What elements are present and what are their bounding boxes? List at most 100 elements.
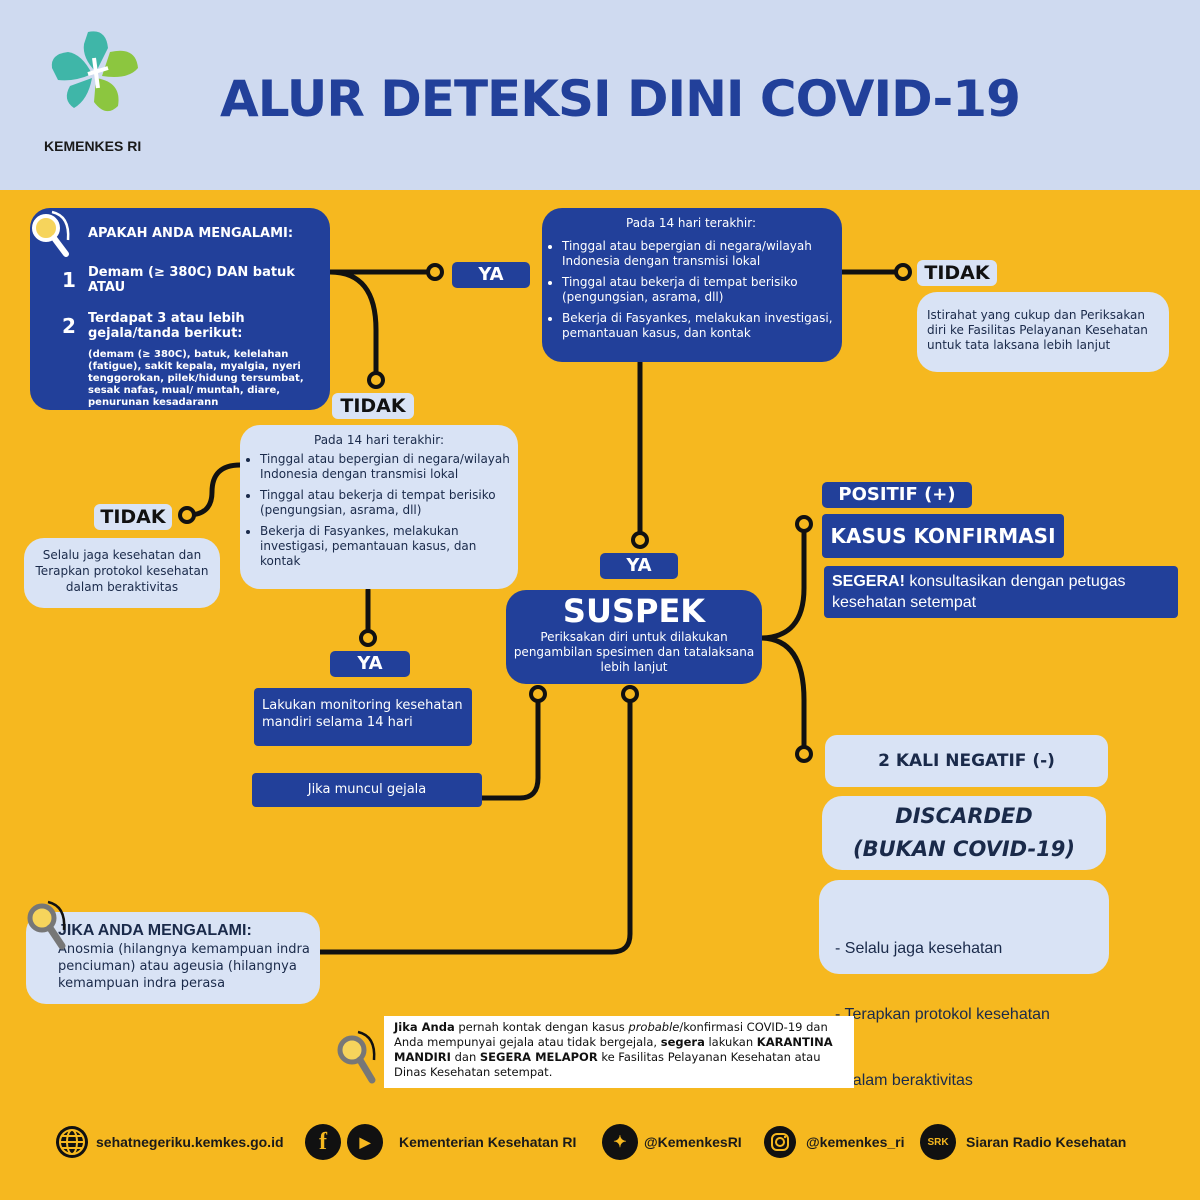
- exposure-bullet: Bekerja di Fasyankes, melakukan investig…: [260, 524, 512, 569]
- node-tidak-1: [367, 371, 385, 389]
- negative-advice-box: - Selalu jaga kesehatan - Terapkan proto…: [819, 880, 1109, 1089]
- symptom-item-2: 2 Terdapat 3 atau lebih gejala/tanda ber…: [62, 311, 316, 341]
- website-url: sehatnegeriku.kemkes.go.id: [96, 1134, 284, 1150]
- radio-name: Siaran Radio Kesehatan: [966, 1134, 1127, 1150]
- ya-label-2: YA: [600, 553, 678, 579]
- exposure-heading: Pada 14 hari terakhir:: [314, 433, 444, 447]
- footer-website[interactable]: sehatnegeriku.kemkes.go.id: [54, 1124, 284, 1160]
- note-segment: Jika Anda: [394, 1020, 455, 1034]
- footer-twitter[interactable]: ✦ @KemenkesRI: [602, 1124, 742, 1160]
- youtube-icon: ▶: [347, 1124, 383, 1160]
- note-segment: dan: [450, 1050, 480, 1064]
- magnifier-icon: [16, 896, 76, 958]
- node-ya-1: [426, 263, 444, 281]
- globe-icon: [56, 1126, 88, 1158]
- instagram-handle: @kemenkes_ri: [806, 1134, 905, 1150]
- node-positive: [795, 515, 813, 533]
- twitter-handle: @KemenkesRI: [644, 1134, 742, 1150]
- suspek-text: Periksakan diri untuk dilakukan pengambi…: [513, 630, 755, 674]
- node-tidak-3: [178, 506, 196, 524]
- radio-logo-icon: SRK: [920, 1124, 956, 1160]
- connector-anosmia-suspek: [317, 691, 633, 955]
- confirmed-case-title: KASUS KONFIRMASI: [822, 514, 1064, 558]
- facebook-icon: f: [305, 1124, 341, 1160]
- rest-advice-box: Istirahat yang cukup dan Periksakan diri…: [917, 292, 1169, 372]
- facebook-youtube-name: Kementerian Kesehatan RI: [399, 1134, 577, 1150]
- symptom-question-box: APAKAH ANDA MENGALAMI: 1 Demam (≥ 380C) …: [30, 208, 330, 410]
- connector-suspek-branch: [757, 523, 807, 641]
- positif-label: POSITIF (+): [822, 482, 972, 508]
- anosmia-text: Anosmia (hilangnya kemampuan indra penci…: [58, 942, 310, 991]
- exposure-question-box-top: Pada 14 hari terakhir: Tinggal atau bepe…: [542, 208, 842, 362]
- note-segment: KARANTINA MANDIRI: [394, 1035, 833, 1064]
- ya-label-1: YA: [452, 262, 530, 288]
- self-monitoring-box: Lakukan monitoring kesehatan mandiri sel…: [254, 688, 472, 746]
- node-symptoms: [529, 685, 547, 703]
- symptom-item-number: 1: [62, 268, 76, 292]
- exposure-bullet-list: Tinggal atau bepergian di negara/wilayah…: [548, 239, 834, 341]
- note-segment: /konfirmasi COVID-19 dan Anda mempunyai …: [394, 1020, 828, 1049]
- exposure-question-box-mid: Pada 14 hari terakhir: Tinggal atau bepe…: [240, 425, 518, 589]
- tidak-label-1: TIDAK: [332, 393, 414, 419]
- page-title: ALUR DETEKSI DINI COVID-19: [220, 70, 1021, 128]
- ya-label-3: YA: [330, 651, 410, 677]
- symptom-item-text: Demam (≥ 380C) DAN batuk ATAU: [88, 265, 295, 295]
- footer-facebook-youtube[interactable]: f ▶ Kementerian Kesehatan RI: [305, 1124, 576, 1160]
- exposure-bullet: Bekerja di Fasyankes, melakukan investig…: [562, 311, 834, 341]
- anosmia-box: JIKA ANDA MENGALAMI: Anosmia (hilangnya …: [26, 912, 320, 1004]
- connector-mid-tidak: [185, 462, 243, 518]
- exposure-bullet: Tinggal atau bepergian di negara/wilayah…: [260, 452, 512, 482]
- contact-note-box: Jika Anda pernah kontak dengan kasus pro…: [384, 1016, 854, 1088]
- negative-result-label: 2 KALI NEGATIF (-): [825, 735, 1108, 787]
- symptom-question-heading: APAKAH ANDA MENGALAMI:: [88, 226, 294, 241]
- symptom-item-number: 2: [62, 314, 76, 338]
- suspek-title: SUSPEK: [562, 592, 706, 630]
- confirmed-case-advice: SEGERA! konsultasikan dengan petugas kes…: [824, 566, 1178, 618]
- note-segment: lakukan: [704, 1035, 757, 1049]
- discarded-title: DISCARDED: [895, 804, 1033, 828]
- symptom-item-text: Terdapat 3 atau lebih gejala/tanda berik…: [88, 311, 245, 341]
- magnifier-icon: [22, 206, 78, 266]
- exposure-bullet-list: Tinggal atau bepergian di negara/wilayah…: [246, 452, 512, 569]
- note-segment: probable: [628, 1020, 680, 1034]
- twitter-icon: ✦: [602, 1124, 638, 1160]
- symptom-item-1: 1 Demam (≥ 380C) DAN batuk ATAU: [62, 265, 316, 295]
- anosmia-heading: JIKA ANDA MENGALAMI:: [58, 922, 252, 939]
- node-anosmia: [621, 685, 639, 703]
- footer-radio[interactable]: SRK Siaran Radio Kesehatan: [920, 1124, 1126, 1160]
- exposure-bullet: Tinggal atau bepergian di negara/wilayah…: [562, 239, 834, 269]
- exposure-bullet: Tinggal atau bekerja di tempat berisiko …: [260, 488, 512, 518]
- node-ya-2: [631, 531, 649, 549]
- if-symptoms-box: Jika muncul gejala: [252, 773, 482, 807]
- advice-emphasis: SEGERA!: [832, 573, 905, 590]
- negative-advice-line: dalam beraktivitas: [835, 1072, 973, 1089]
- note-segment: segera: [660, 1035, 705, 1049]
- tidak-label-2: TIDAK: [917, 260, 997, 286]
- node-ya-3: [359, 629, 377, 647]
- kemenkes-logo-icon: [51, 31, 138, 112]
- connector-symptoms-suspek: [479, 691, 541, 801]
- discarded-subtitle: (BUKAN COVID-19): [852, 837, 1075, 861]
- note-segment: ke Fasilitas Pelayanan Kesehatan atau Di…: [394, 1050, 821, 1079]
- tidak-label-3: TIDAK: [94, 504, 172, 530]
- instagram-icon: [764, 1126, 796, 1158]
- node-negative: [795, 745, 813, 763]
- negative-advice-line: - Terapkan protokol kesehatan: [835, 1006, 1050, 1023]
- magnifier-icon: [326, 1026, 386, 1092]
- note-segment: pernah kontak dengan kasus: [454, 1020, 629, 1034]
- node-tidak-2: [894, 263, 912, 281]
- footer-instagram[interactable]: @kemenkes_ri: [762, 1124, 905, 1160]
- note-segment: SEGERA MELAPOR: [479, 1050, 598, 1064]
- connector-q1-tidak: [327, 269, 379, 381]
- exposure-heading: Pada 14 hari terakhir:: [626, 216, 756, 230]
- exposure-bullet: Tinggal atau bekerja di tempat berisiko …: [562, 275, 834, 305]
- symptom-list: (demam (≥ 380C), batuk, kelelahan (fatig…: [88, 349, 304, 408]
- header-band: [0, 0, 1200, 190]
- discarded-box: DISCARDED (BUKAN COVID-19): [822, 796, 1106, 870]
- logo-label: KEMENKES RI: [44, 138, 142, 154]
- connector-suspek-negative: [757, 635, 807, 755]
- negative-advice-line: - Selalu jaga kesehatan: [835, 940, 1003, 957]
- suspek-box: SUSPEK Periksakan diri untuk dilakukan p…: [506, 590, 762, 684]
